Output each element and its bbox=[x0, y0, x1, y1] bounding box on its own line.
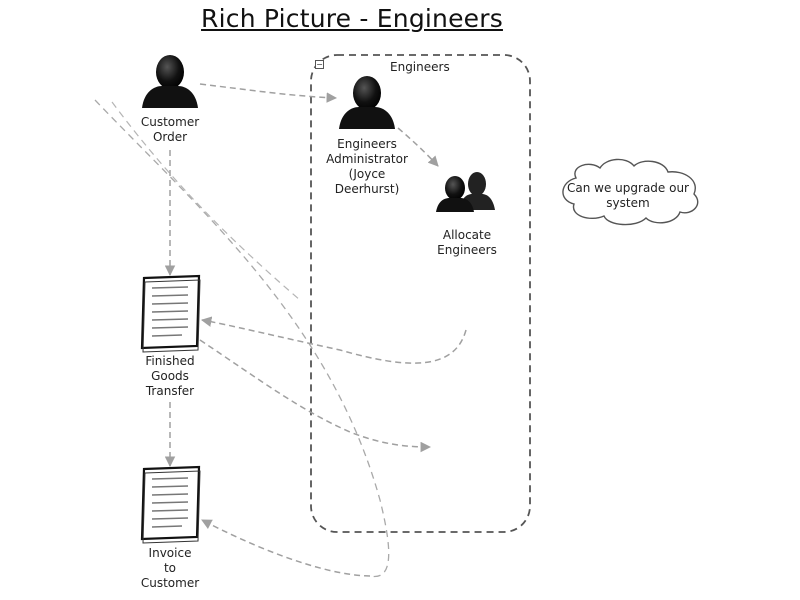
allocate-engineers-label: Allocate Engineers bbox=[437, 228, 497, 257]
diagonal-line-2 bbox=[111, 101, 301, 301]
arrow-return-to-invoice bbox=[201, 519, 371, 577]
allocate-group-icon bbox=[436, 172, 495, 212]
customer-order-label: Customer Order bbox=[140, 115, 200, 144]
page-title: Rich Picture - Engineers bbox=[201, 4, 503, 33]
invoice-label: Invoice to Customer bbox=[140, 546, 200, 590]
finished-goods-label: Finished Goods Transfer bbox=[145, 354, 195, 398]
arrow-return-to-goods bbox=[200, 316, 467, 364]
cloud-text: Can we upgrade our system bbox=[567, 181, 689, 210]
invoice-document-icon bbox=[140, 465, 201, 544]
thought-cloud-icon bbox=[562, 158, 699, 226]
admin-person-icon bbox=[339, 76, 395, 129]
arrow-order-to-admin bbox=[199, 83, 338, 103]
engineers-group-label: Engineers bbox=[390, 60, 450, 74]
diagonal-line-1 bbox=[94, 99, 390, 578]
engineers-group-boundary bbox=[310, 54, 531, 533]
arrow-admin-to-allocate bbox=[397, 127, 439, 167]
finished-goods-document-icon bbox=[140, 274, 201, 353]
group-collapse-toggle[interactable]: − bbox=[315, 60, 324, 69]
engineers-admin-label: Engineers Administrator (Joyce Deerhurst… bbox=[326, 137, 408, 196]
customer-person-icon bbox=[142, 55, 198, 108]
arrow-goods-to-right bbox=[199, 339, 432, 453]
